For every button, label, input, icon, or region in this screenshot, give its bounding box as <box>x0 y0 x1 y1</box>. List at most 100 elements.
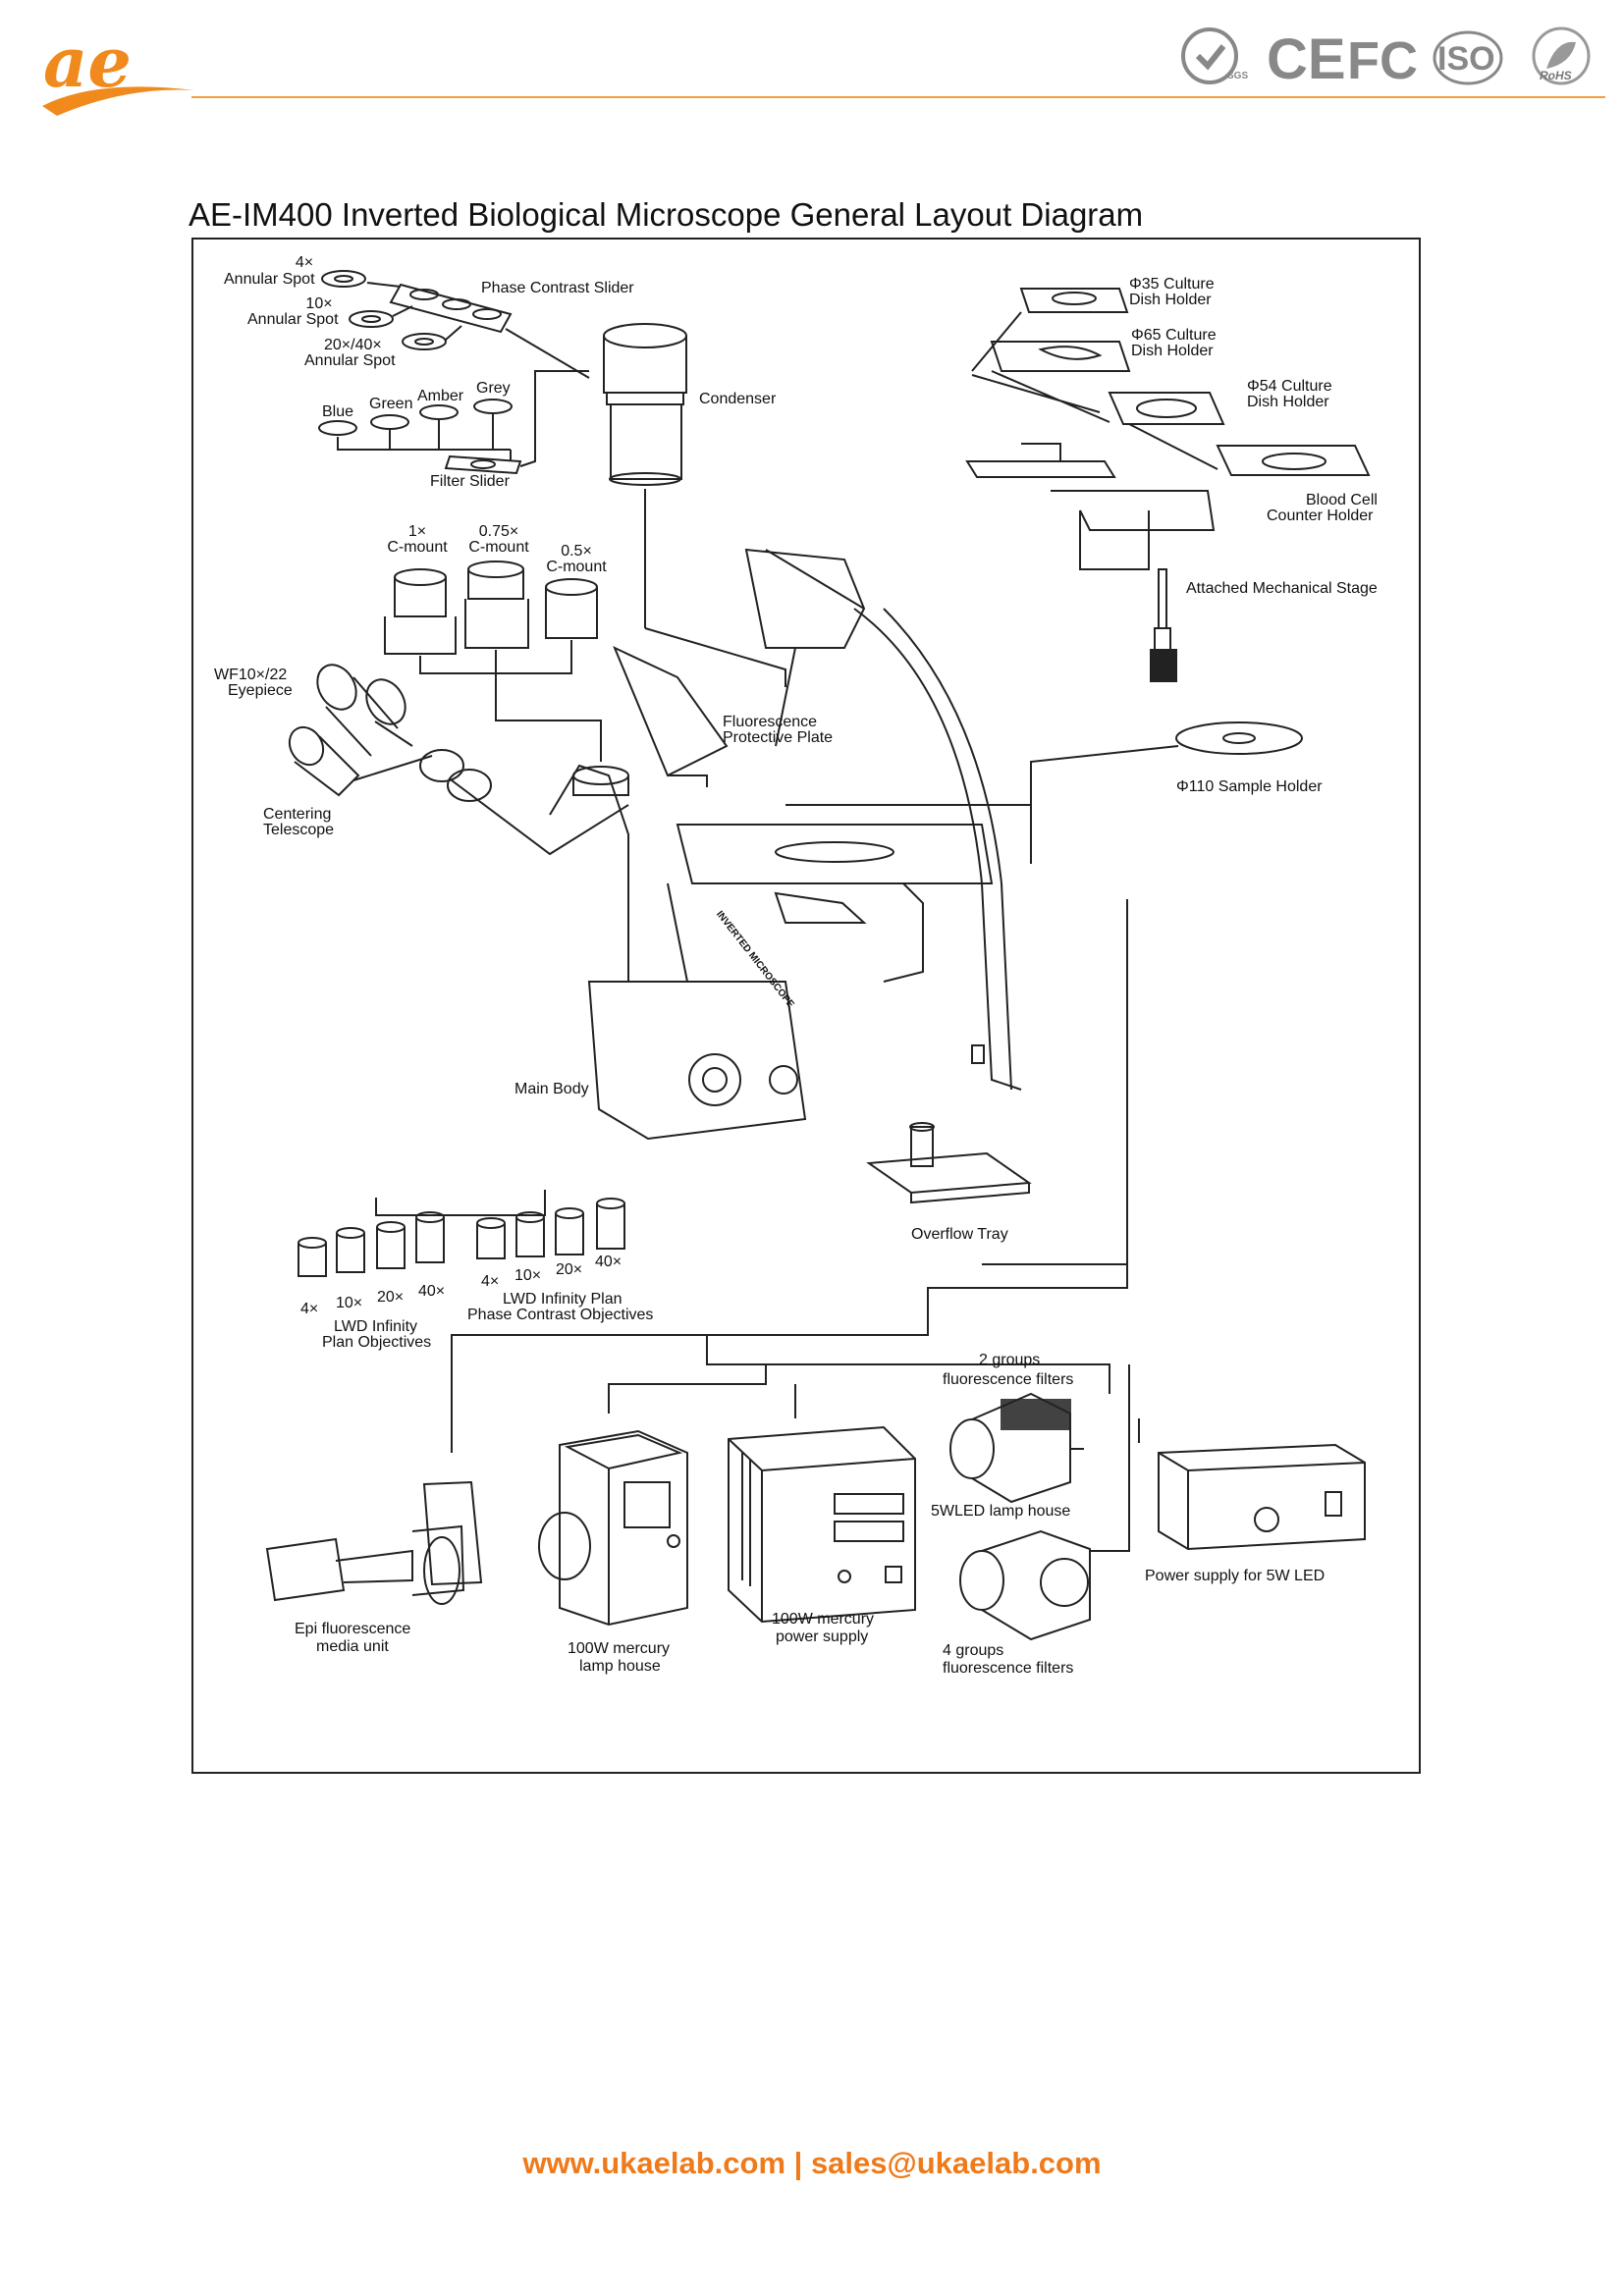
logo-swoosh: ae <box>42 22 194 116</box>
label-dish54-line2: Dish Holder <box>1247 394 1329 410</box>
fluorescence-protective-plate-icon <box>613 645 729 787</box>
mercury-power-supply-icon <box>728 1425 916 1624</box>
label-eyepiece-line2: Eyepiece <box>228 682 293 699</box>
diagram-frame <box>191 238 1421 1774</box>
label-hg-psu-line2: power supply <box>776 1629 869 1645</box>
filter-amber-icon <box>419 404 459 420</box>
label-epi-line2: media unit <box>316 1638 389 1655</box>
label-overflow-tray: Overflow Tray <box>911 1226 1008 1243</box>
annular-spot-4x-icon <box>321 270 366 288</box>
label-obj-lwd-10x: 10× <box>336 1295 363 1311</box>
ce-icon: CE <box>1267 27 1346 91</box>
label-centering-line2: Telescope <box>263 822 335 838</box>
label-obj-phase-40x: 40× <box>595 1254 623 1270</box>
label-annular-2040x: Annular Spot <box>304 352 396 369</box>
label-sample-holder: Φ110 Sample Holder <box>1176 778 1323 795</box>
objective-phase-4x-icon <box>476 1217 506 1259</box>
label-epi-line1: Epi fluorescence <box>295 1621 411 1637</box>
label-fluor-plate-line1: Fluorescence <box>723 714 818 730</box>
label-obj-lwd-line2: Plan Objectives <box>322 1334 432 1351</box>
sample-holder-110-icon <box>1175 721 1303 755</box>
led-lamp-house-2-groups-icon <box>949 1392 1084 1504</box>
svg-text:SGS: SGS <box>1227 71 1248 81</box>
rohs-icon: RoHS <box>1532 27 1591 85</box>
label-obj-phase-10x: 10× <box>514 1267 542 1284</box>
label-obj-phase-4x: 4× <box>481 1273 500 1290</box>
filter-grey-icon <box>473 399 513 414</box>
iso-icon: ISO <box>1433 30 1503 85</box>
label-dish65-line2: Dish Holder <box>1131 343 1214 359</box>
fc-icon: FC <box>1347 31 1418 90</box>
phase-contrast-slider-icon <box>389 283 513 334</box>
dish-holder-54-icon <box>1108 392 1225 425</box>
objective-phase-10x-icon <box>515 1211 545 1257</box>
centering-telescope-icon <box>288 725 360 797</box>
label-dish54-line1: Φ54 Culture <box>1247 378 1332 395</box>
objective-phase-20x-icon <box>555 1207 584 1255</box>
label-obj-lwd-40x: 40× <box>418 1283 446 1300</box>
label-blood-cell-line2: Counter Holder <box>1267 507 1374 524</box>
objective-phase-40x-icon <box>596 1198 625 1250</box>
annular-spot-2040x-icon <box>402 333 447 350</box>
label-filter-green: Green <box>369 396 413 412</box>
epi-fluorescence-unit-icon <box>265 1480 483 1605</box>
label-led-lamp-house: 5WLED lamp house <box>931 1503 1071 1520</box>
dish-holder-35-icon <box>1019 288 1129 313</box>
main-body-icon <box>549 548 1022 1141</box>
label-phase-contrast-slider: Phase Contrast Slider <box>481 280 634 296</box>
filter-green-icon <box>370 414 409 430</box>
label-led-power-supply: Power supply for 5W LED <box>1145 1568 1326 1584</box>
annular-spot-10x-icon <box>349 310 394 328</box>
label-hg-lamp-line1: 100W mercury <box>568 1640 671 1657</box>
led-power-supply-icon <box>1158 1443 1366 1551</box>
certification-logos: SGS CE FC ISO RoHS <box>1178 25 1610 93</box>
objective-lwd-10x-icon <box>336 1227 365 1273</box>
label-obj-lwd-4x: 4× <box>300 1301 319 1317</box>
footer-contact[interactable]: www.ukaelab.com | sales@ukaelab.com <box>522 2146 1102 2180</box>
label-fl2-line1: 2 groups <box>979 1352 1041 1368</box>
c-mount-1x-icon <box>384 568 457 655</box>
logo-text: ae <box>43 29 132 103</box>
label-blood-cell-line1: Blood Cell <box>1306 492 1378 508</box>
label-cmount-075x-line1: 0.75× <box>478 523 519 540</box>
label-obj-lwd-20x: 20× <box>377 1289 405 1306</box>
svg-text:ISO: ISO <box>1437 40 1495 78</box>
header-rule <box>191 96 1605 98</box>
label-annular-4x-mag: 4× <box>295 254 314 271</box>
brand-logo: ae <box>37 22 194 118</box>
label-hg-psu-line1: 100W mercury <box>772 1611 875 1628</box>
label-annular-10x-mag: 10× <box>305 295 333 312</box>
label-dish35-line1: Φ35 Culture <box>1129 276 1215 293</box>
label-filter-blue: Blue <box>322 403 354 420</box>
mercury-lamp-house-icon <box>538 1429 688 1627</box>
label-mechanical-stage: Attached Mechanical Stage <box>1186 580 1378 597</box>
label-obj-phase-line1: LWD Infinity Plan <box>503 1291 623 1308</box>
filter-blue-icon <box>318 420 357 436</box>
label-cmount-1x-line2: C-mount <box>387 539 448 556</box>
label-cmount-1x-line1: 1× <box>407 523 427 540</box>
label-hg-lamp-line2: lamp house <box>579 1658 661 1675</box>
label-eyepiece-line1: WF10×/22 <box>214 667 288 683</box>
label-condenser: Condenser <box>699 391 777 407</box>
label-annular-2040x-mag: 20×/40× <box>324 337 382 353</box>
objective-lwd-20x-icon <box>376 1221 406 1269</box>
label-obj-lwd-line1: LWD Infinity <box>334 1318 418 1335</box>
trinocular-head-icon <box>419 749 629 856</box>
overflow-tray-icon <box>866 1122 1032 1204</box>
label-fluor-plate-line2: Protective Plate <box>723 729 834 746</box>
label-centering-line1: Centering <box>263 806 332 823</box>
label-fl2-line2: fluorescence filters <box>943 1371 1074 1388</box>
label-filter-amber: Amber <box>417 388 464 404</box>
label-dish65-line1: Φ65 Culture <box>1131 327 1217 344</box>
diagram-title: AE-IM400 Inverted Biological Microscope … <box>189 196 1144 233</box>
label-obj-phase-line2: Phase Contrast Objectives <box>467 1307 654 1323</box>
label-cmount-05x-line1: 0.5× <box>561 543 592 560</box>
label-main-body: Main Body <box>514 1081 589 1097</box>
label-dish35-line2: Dish Holder <box>1129 292 1212 308</box>
label-filter-slider: Filter Slider <box>430 473 510 490</box>
blood-cell-counter-holder-icon <box>1216 445 1371 476</box>
label-obj-phase-20x: 20× <box>556 1261 583 1278</box>
condenser-icon <box>603 323 687 486</box>
label-cmount-075x-line2: C-mount <box>468 539 529 556</box>
